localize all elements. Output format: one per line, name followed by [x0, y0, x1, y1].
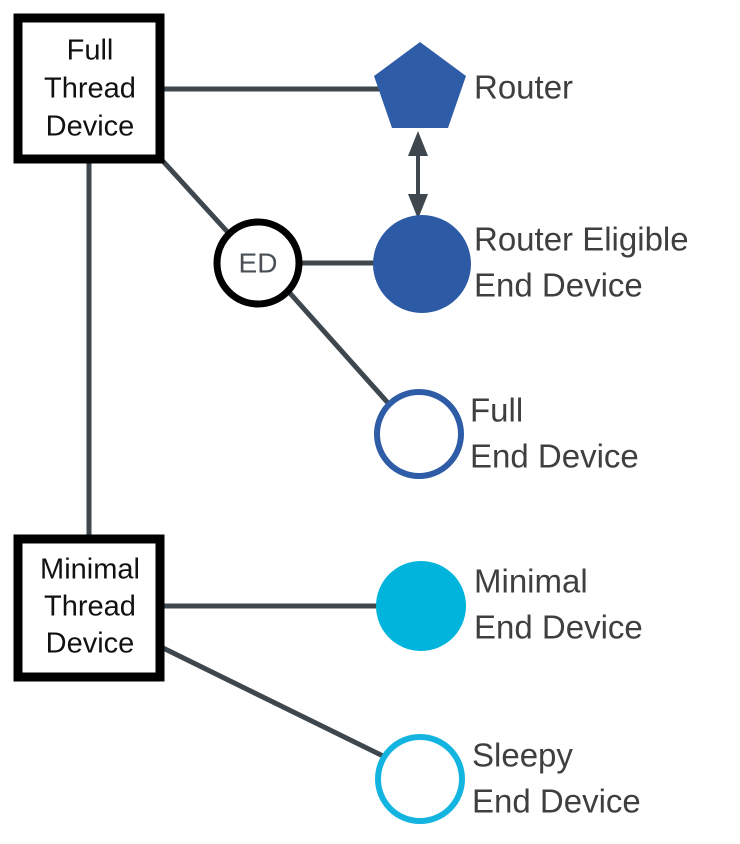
minimal-thread-device-box[interactable]: [13, 534, 165, 682]
legend-item-full-end-device[interactable]: Full End Device: [374, 389, 639, 479]
sleepy-end-device-label-line-1: Sleepy: [472, 737, 573, 774]
full-thread-device-node[interactable]: Full Thread Device: [13, 13, 165, 164]
router-reed-bidirectional-arrow: [408, 131, 428, 219]
full-end-device-label-line-2: End Device: [470, 438, 639, 475]
legend-item-minimal-end-device[interactable]: Minimal End Device: [376, 561, 643, 651]
minimal-thread-device-label-line-1: Minimal: [40, 554, 140, 586]
legend-item-router-eligible-end-device[interactable]: Router Eligible End Device: [373, 215, 689, 313]
minimal-end-device-label-line-2: End Device: [474, 609, 643, 646]
end-device-label: ED: [239, 247, 278, 278]
sleepy-end-device-circle-icon[interactable]: [375, 734, 465, 824]
end-device-circle[interactable]: [213, 218, 303, 308]
minimal-end-device-circle-icon[interactable]: [376, 561, 466, 651]
full-end-device-circle-icon[interactable]: [374, 389, 464, 479]
legend-item-sleepy-end-device[interactable]: Sleepy End Device: [375, 734, 641, 824]
legend-item-router[interactable]: Router: [374, 42, 573, 128]
end-device-node[interactable]: ED: [213, 218, 303, 308]
connector-mtd-to-sleepy-end-device: [159, 644, 387, 760]
minimal-end-device-label-line-1: Minimal: [474, 563, 588, 600]
minimal-thread-device-node[interactable]: Minimal Thread Device: [13, 534, 165, 682]
router-eligible-end-device-label-line-1: Router Eligible: [474, 221, 689, 258]
arrow-head-up-icon: [408, 131, 428, 156]
router-label-line-1: Router: [474, 69, 573, 106]
connector-ftd-to-ed: [159, 157, 235, 240]
arrow-head-down-icon: [408, 194, 428, 219]
full-thread-device-label-line-2: Thread: [44, 73, 136, 105]
minimal-thread-device-label-line-3: Device: [46, 628, 135, 660]
full-end-device-label-line-1: Full: [470, 392, 523, 429]
router-pentagon-icon[interactable]: [374, 42, 466, 128]
router-eligible-end-device-label-line-2: End Device: [474, 267, 643, 304]
connector-group: [86, 86, 390, 760]
sleepy-end-device-label-line-2: End Device: [472, 783, 641, 820]
full-thread-device-label-line-3: Device: [46, 111, 135, 143]
router-eligible-end-device-circle-icon[interactable]: [373, 215, 471, 313]
full-thread-device-box[interactable]: [13, 13, 165, 164]
connector-ed-to-full-end-device: [286, 289, 390, 405]
full-thread-device-label-line-1: Full: [67, 35, 114, 67]
minimal-thread-device-label-line-2: Thread: [44, 591, 136, 623]
